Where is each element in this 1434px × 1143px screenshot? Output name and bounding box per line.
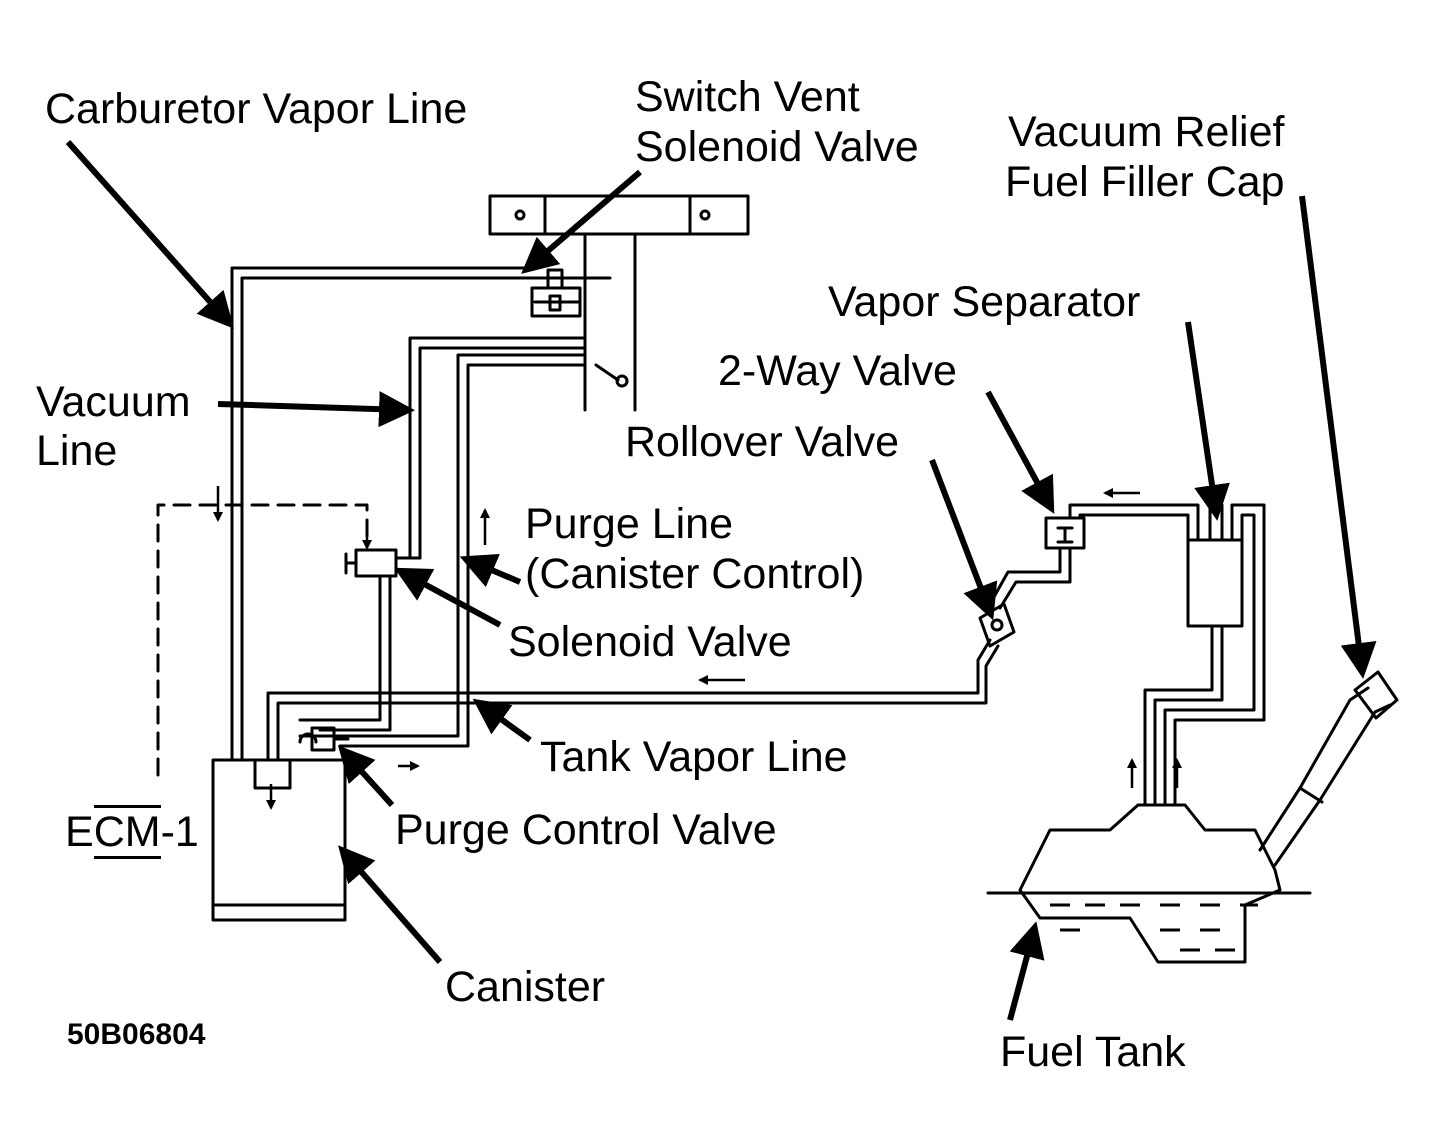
- arrow-solenoid-valve: [394, 567, 502, 628]
- label-canister: Canister: [445, 963, 606, 1011]
- arrow-tank-vapor-line: [472, 698, 532, 743]
- fuel-level-marks: [1050, 903, 1258, 952]
- arrow-carburetor-vapor-line: [65, 140, 234, 329]
- fuel-filler-neck: [1258, 670, 1399, 867]
- figure-code: 50B06804: [67, 1018, 206, 1051]
- two-way-valve-line: [988, 546, 1072, 610]
- carburetor-base: [488, 194, 750, 412]
- arrow-two-way-valve: [985, 390, 1055, 514]
- label-two-way-valve: 2-Way Valve: [718, 347, 957, 395]
- label-vacuum-relief-line1: Vacuum Relief: [1008, 108, 1285, 156]
- two-way-valve-symbol: [1044, 516, 1086, 550]
- label-carburetor-vapor-line: Carburetor Vapor Line: [45, 85, 468, 133]
- solenoid-valve-symbol: [298, 548, 422, 732]
- label-vacuum-relief-line2: Fuel Filler Cap: [1005, 158, 1285, 206]
- separator-top-line: [1068, 503, 1200, 542]
- ecm-boxed-letters: CM: [93, 805, 161, 859]
- label-vacuum-line2: Line: [36, 427, 118, 475]
- label-solenoid-valve: Solenoid Valve: [508, 618, 792, 666]
- carburetor-vapor-line-pipe: [230, 266, 534, 762]
- label-rollover-valve: Rollover Valve: [625, 418, 900, 466]
- label-purge-line1: Purge Line: [525, 500, 733, 548]
- arrow-vapor-separator: [1185, 321, 1230, 521]
- arrow-purge-line: [459, 553, 522, 588]
- arrow-vacuum-relief-cap: [1299, 195, 1377, 679]
- label-fuel-tank: Fuel Tank: [1000, 1028, 1186, 1076]
- arrow-purge-control-valve: [337, 745, 395, 808]
- label-ecm: ECM-1: [65, 805, 199, 859]
- label-purge-control-valve: Purge Control Valve: [395, 806, 777, 854]
- ecm-dash: -: [160, 808, 175, 856]
- label-purge-line2: (Canister Control): [525, 550, 865, 598]
- canister-body: [211, 758, 347, 922]
- flow-arrows: [213, 486, 1182, 810]
- rollover-valve-symbol: [978, 602, 1016, 648]
- switch-vent-solenoid-valve-symbol: [518, 268, 612, 318]
- callout-arrows: [65, 140, 1377, 1021]
- arrow-fuel-tank: [1007, 921, 1045, 1021]
- label-switch-vent-line1: Switch Vent: [635, 73, 860, 121]
- ecm-prefix: E: [65, 808, 94, 856]
- arrow-vacuum-line: [217, 391, 415, 428]
- label-switch-vent-line2: Solenoid Valve: [635, 123, 919, 171]
- label-vacuum-line1: Vacuum: [36, 378, 191, 426]
- ecm-suffix: 1: [174, 808, 199, 856]
- arrow-switch-vent: [521, 169, 642, 274]
- label-tank-vapor-line: Tank Vapor Line: [540, 733, 848, 781]
- vacuum-line-pipe: [408, 336, 587, 560]
- label-vapor-separator: Vapor Separator: [828, 278, 1141, 326]
- fuel-tank-body: [986, 803, 1312, 964]
- vapor-separator-body: [1143, 503, 1266, 807]
- arrow-canister: [338, 845, 443, 964]
- tank-vapor-line-pipe: [266, 638, 1000, 762]
- purge-control-valve-symbol: [298, 726, 350, 752]
- arrow-rollover-valve: [929, 458, 998, 621]
